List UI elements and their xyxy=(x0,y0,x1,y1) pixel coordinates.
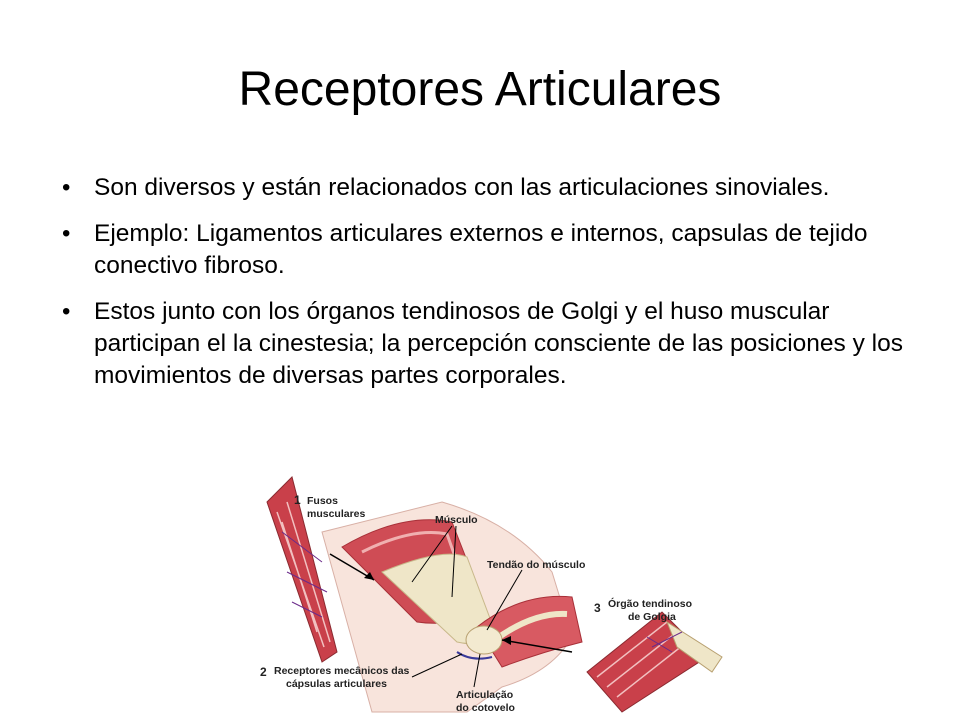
leader-musculo-a xyxy=(411,525,453,583)
label-capsulas: cápsulas articulares xyxy=(286,678,387,690)
leader-receptores xyxy=(411,653,463,678)
bullet-dot: • xyxy=(62,298,71,325)
bullet-text: Son diversos y están relacionados con la… xyxy=(94,174,830,201)
spindle-nerves xyxy=(281,531,328,618)
label-fusos: Fusos xyxy=(307,495,338,507)
elbow-joint xyxy=(465,625,503,655)
bullet-item: • Ejemplo: Ligamentos articulares extern… xyxy=(62,218,912,282)
label-tendao: Tendão do músculo xyxy=(487,559,585,571)
golgi-fibers xyxy=(596,621,688,698)
golgi-muscle xyxy=(586,611,708,713)
leader-tendao xyxy=(486,569,523,631)
label-musculares: musculares xyxy=(307,508,366,520)
bullet-text: Ejemplo: Ligamentos articulares externos… xyxy=(94,220,868,279)
bullet-dot: • xyxy=(62,220,71,247)
joint-capsule-nerve xyxy=(456,651,493,660)
label-articulacao: Articulação xyxy=(456,689,513,701)
golgi-tendon xyxy=(665,620,723,673)
label-orgao: Órgão tendinoso xyxy=(608,597,692,610)
label-musculo: Músculo xyxy=(435,514,478,526)
label-cotovelo: do cotovelo xyxy=(456,702,515,714)
label-2-number: 2 xyxy=(260,665,267,679)
golgi-nerve xyxy=(646,631,683,653)
arrow-golgi xyxy=(501,639,573,653)
label-receptores: Receptores mecânicos das xyxy=(274,665,410,677)
arrow-head xyxy=(364,572,374,580)
bullet-item: • Son diversos y están relacionados con … xyxy=(62,172,912,204)
arrow-head xyxy=(502,636,511,645)
bullet-list: • Son diversos y están relacionados con … xyxy=(62,172,912,406)
leader-articulacao xyxy=(473,653,481,688)
label-1-number: 1 xyxy=(294,493,301,507)
elbow-receptors-diagram: 1 Fusos musculares Músculo Tendão do mús… xyxy=(260,476,723,714)
muscle-fiber xyxy=(361,530,476,611)
leader-musculo-b xyxy=(451,525,457,598)
anatomy-illustration: 1 Fusos musculares Músculo Tendão do mús… xyxy=(252,462,732,720)
bullet-text: Estos junto con los órganos tendinosos d… xyxy=(94,298,903,389)
label-golgia: de Golgia xyxy=(628,611,676,623)
bullet-dot: • xyxy=(62,174,71,201)
bullet-item: • Estos junto con los órganos tendinosos… xyxy=(62,296,912,392)
slide-title: Receptores Articulares xyxy=(238,63,722,116)
label-3-number: 3 xyxy=(594,601,601,615)
